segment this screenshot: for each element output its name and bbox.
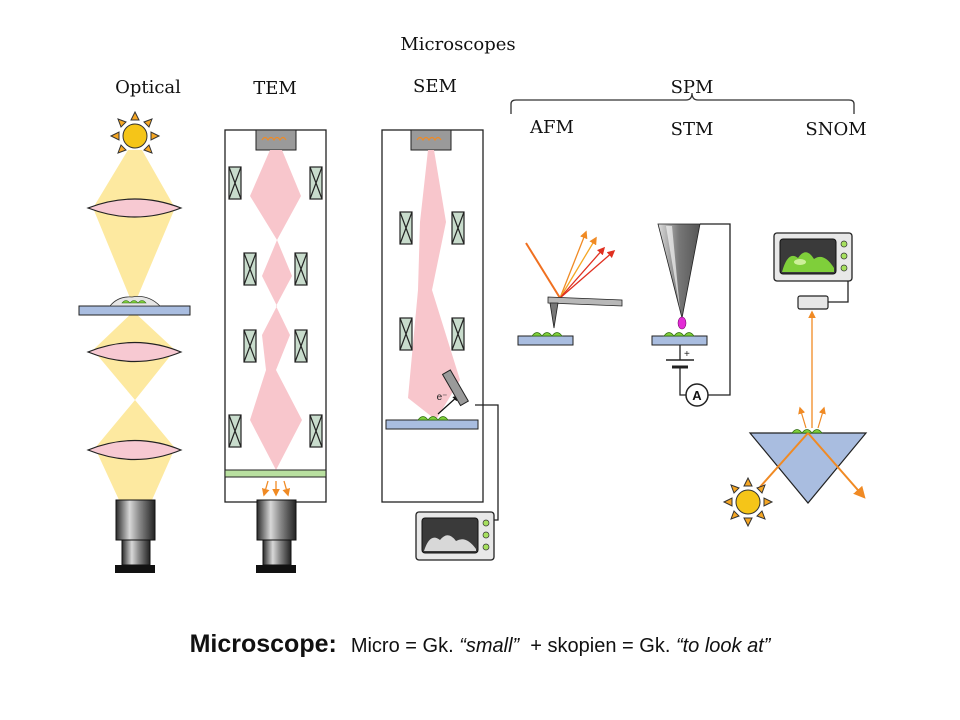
sem-detector-cable (475, 404, 499, 521)
stm-tip (657, 223, 701, 319)
label-sem: SEM (413, 76, 457, 97)
tem-filament (261, 136, 287, 142)
snom-detector (797, 295, 829, 310)
optical-light-beam (93, 150, 175, 500)
snom-microscope (722, 232, 868, 528)
snom-sun-icon (722, 476, 774, 528)
stm-ammeter-icon (685, 383, 709, 407)
stm-tunneling-spot (677, 316, 687, 330)
tem-screen (224, 469, 327, 478)
optical-condenser-lens (86, 198, 183, 218)
caption-part1: Micro = Gk. (350, 635, 460, 657)
sem-electron-label: e⁻ (437, 392, 448, 403)
sem-detector (441, 369, 470, 407)
label-snom: SNOM (805, 119, 866, 140)
label-tem: TEM (253, 78, 297, 99)
afm-tip (549, 302, 559, 329)
sem-monitor-icon (415, 511, 495, 561)
caption-small: “small” (459, 635, 520, 657)
snom-prism (748, 432, 868, 504)
sem-electron-beam (408, 150, 460, 420)
stm-tip-shine (666, 226, 680, 310)
sem-electron-arrow (437, 395, 459, 415)
snom-monitor-icon (773, 232, 853, 282)
spm-brace (510, 92, 855, 114)
afm-cantilever (547, 296, 623, 307)
afm-microscope (517, 230, 623, 346)
snom-sample (791, 429, 823, 434)
sem-sample (417, 416, 449, 421)
tem-coil-icons (228, 166, 323, 448)
sem-coil-icons (399, 211, 465, 351)
caption-part2: + skopien = Gk. (519, 635, 676, 657)
stm-sample (663, 332, 695, 337)
afm-laser-in (525, 242, 561, 299)
caption-look: “to look at” (675, 635, 771, 657)
stm-slide (651, 335, 708, 346)
optical-microscope (78, 110, 191, 573)
label-afm: AFM (529, 117, 574, 138)
snom-scatter-arrows (798, 406, 826, 429)
stm-plus-label: + (684, 349, 690, 360)
tem-camera-icon (256, 499, 297, 573)
snom-cable (828, 281, 849, 303)
diagram-title: Microscopes (400, 34, 515, 55)
label-stm: STM (671, 119, 714, 140)
tem-microscope (224, 129, 327, 573)
optical-eyepiece-lens (86, 439, 183, 461)
afm-sample (531, 332, 563, 337)
caption: Microscope: Micro = Gk. “small” + skopien… (0, 630, 960, 659)
optical-slide (78, 305, 191, 316)
sem-stage (385, 419, 479, 430)
tem-electron-beam (250, 150, 302, 470)
optical-sample-cells (121, 300, 147, 304)
stm-circuit (679, 223, 731, 396)
tem-arrows (261, 480, 291, 497)
afm-slide (517, 335, 574, 346)
optical-camera-icon (115, 499, 156, 573)
label-optical: Optical (115, 77, 181, 98)
label-spm: SPM (671, 77, 714, 98)
snom-reflected-beam (807, 432, 866, 499)
sem-filament (416, 136, 442, 142)
snom-incident-beam (759, 432, 809, 488)
optical-objective-lens (86, 341, 183, 363)
caption-title: Microscope: (189, 630, 337, 658)
sem-microscope: e⁻ (381, 129, 499, 561)
afm-reflected-beams (559, 230, 616, 299)
stm-microscope: + A (651, 223, 731, 407)
stm-ammeter-label: A (692, 388, 702, 403)
